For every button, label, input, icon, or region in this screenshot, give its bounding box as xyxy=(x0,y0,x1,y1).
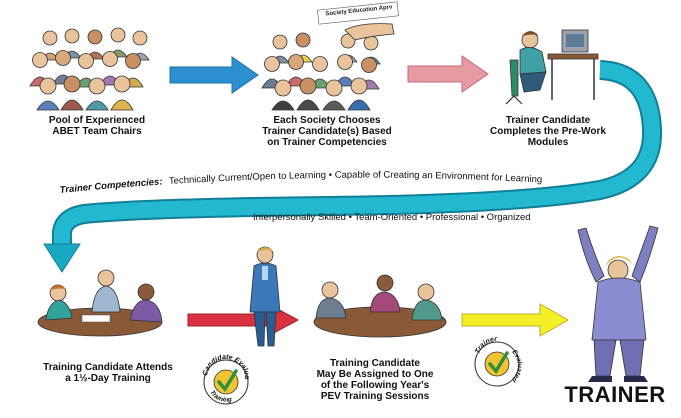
trainer-title: TRAINER xyxy=(564,382,666,407)
caption-prework-line-1: Trainer Candidate xyxy=(505,115,591,126)
caption-prework-line-3: Modules xyxy=(527,137,569,148)
caption-pev-line-2: May Be Assigned to One xyxy=(316,369,434,380)
arrow-prework-to-training xyxy=(43,60,663,273)
trainer-evaluated-seal: Trainer Evaluated xyxy=(474,336,523,387)
trainer-celebrating-illustration xyxy=(577,225,659,382)
caption-training-line-1: Training Candidate Attends xyxy=(43,362,173,373)
caption-prework: Trainer Candidate Completes the Pre-Work… xyxy=(488,115,608,148)
caption-society-line-3: on Trainer Competencies xyxy=(267,137,387,148)
pool-team-chairs-illustration xyxy=(29,27,150,111)
arrow-society-to-prework xyxy=(407,55,489,93)
training-meeting-illustration xyxy=(37,269,163,337)
caption-society-line-1: Each Society Chooses xyxy=(273,115,381,126)
caption-pev-line-4: PEV Training Sessions xyxy=(320,391,430,402)
caption-pool-line-1: Pool of Experienced xyxy=(48,115,146,126)
arrow-pev-to-trainer xyxy=(461,303,570,337)
caption-training-line-2: a 1½-Day Training xyxy=(65,373,151,384)
caption-prework-line-2: Completes the Pre-Work xyxy=(490,126,606,137)
competencies-line-2: Interpersonally Skilled • Team-Oriented … xyxy=(253,212,531,223)
arrow-training-to-pev xyxy=(187,304,300,336)
caption-society-line-2: Trainer Candidate(s) Based xyxy=(262,126,392,137)
caption-pev-line-1: Training Candidate xyxy=(329,358,420,369)
caption-pool-line-2: ABET Team Chairs xyxy=(52,126,142,137)
society-chooses-illustration xyxy=(261,1,399,111)
arrow-pool-to-society xyxy=(169,56,259,94)
pev-meeting-illustration xyxy=(313,274,447,338)
prework-computer-illustration xyxy=(505,29,599,105)
caption-pool: Pool of Experienced ABET Team Chairs xyxy=(22,115,172,137)
competencies-line-1: Trainer Competencies: Technically Curren… xyxy=(59,170,542,196)
caption-society: Each Society Chooses Trainer Candidate(s… xyxy=(252,115,402,148)
caption-training: Training Candidate Attends a 1½-Day Trai… xyxy=(28,362,188,384)
standing-woman-illustration xyxy=(249,246,281,347)
caption-pev-line-3: of the Following Year's xyxy=(320,380,430,391)
caption-pev: Training Candidate May Be Assigned to On… xyxy=(300,358,450,402)
